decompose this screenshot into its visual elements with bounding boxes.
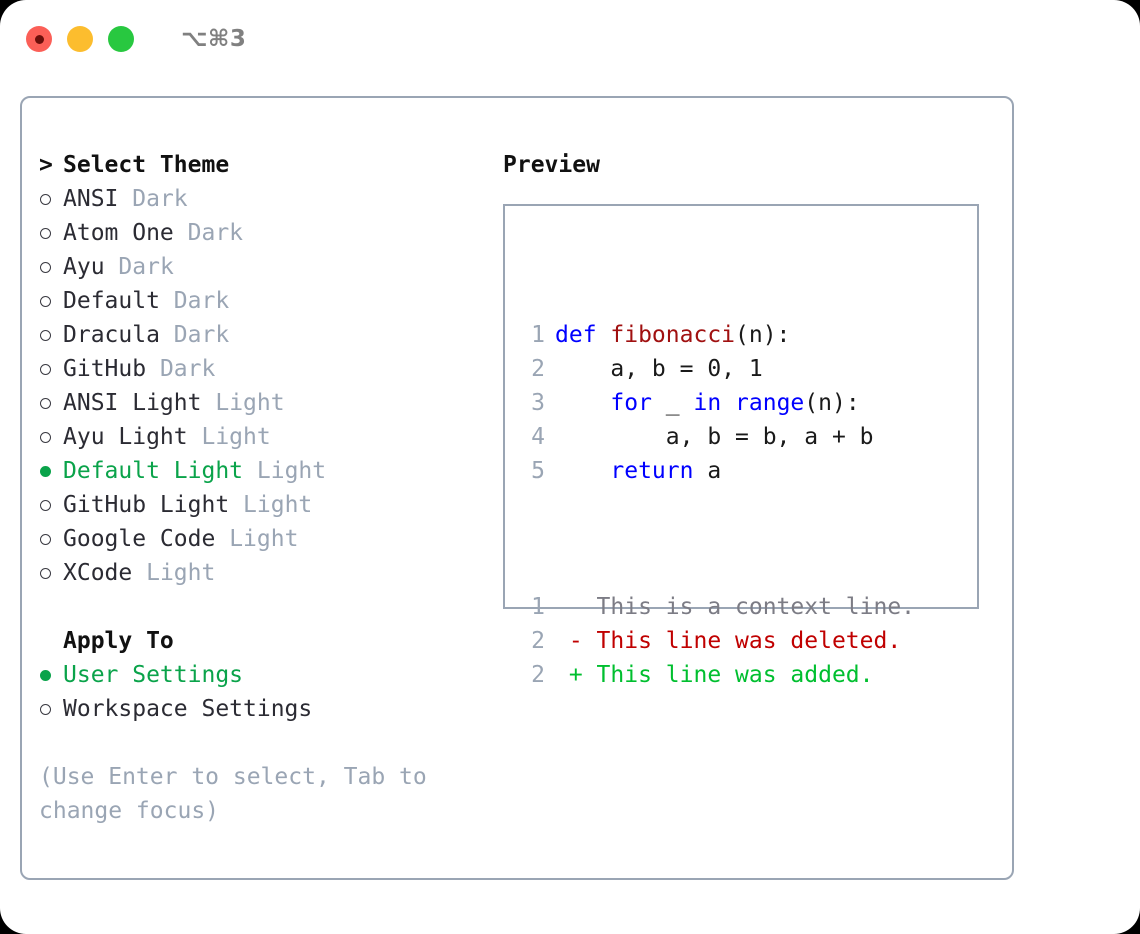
maximize-button[interactable] <box>108 26 134 52</box>
code-token: return <box>610 458 694 484</box>
prompt-caret-icon: > <box>39 152 53 178</box>
line-number: 1 <box>531 322 545 348</box>
section-spacer <box>39 590 489 624</box>
code-line: 5 return a <box>517 454 915 488</box>
theme-name: ANSI <box>63 186 119 212</box>
theme-kind-badge: Dark <box>118 254 174 280</box>
theme-list-item[interactable]: ANSI Dark <box>39 182 489 216</box>
code-line: 1 def fibonacci(n): <box>517 318 915 352</box>
theme-kind-badge: Light <box>146 560 216 586</box>
code-token: def <box>555 322 611 348</box>
diff-lines: 1 This is a context line.2 - This line w… <box>517 590 915 692</box>
line-number: 4 <box>531 424 545 450</box>
theme-kind-badge: Light <box>256 458 327 484</box>
diff-line: 2 - This line was deleted. <box>517 624 915 658</box>
theme-name: Default Light <box>63 458 244 484</box>
keyboard-shortcut-label: ⌥⌘3 <box>181 26 247 52</box>
code-token: (n): <box>735 322 791 348</box>
theme-kind-badge: Dark <box>132 186 188 212</box>
code-token: a, b = 0, 1 <box>555 356 763 382</box>
line-number: 2 <box>531 662 545 688</box>
apply-to-option[interactable]: User Settings <box>39 658 489 692</box>
code-line: 4 a, b = b, a + b <box>517 420 915 454</box>
diff-line-text: - This line was deleted. <box>555 628 902 654</box>
theme-name: ANSI Light <box>63 390 202 416</box>
theme-kind-badge: Dark <box>173 288 230 314</box>
theme-name: Atom One <box>63 220 174 246</box>
theme-list-item[interactable]: Ayu Dark <box>39 250 489 284</box>
code-token: in <box>693 390 722 416</box>
theme-name: Default <box>63 288 160 314</box>
theme-list-item[interactable]: Atom One Dark <box>39 216 489 250</box>
theme-kind-badge: Dark <box>187 220 244 246</box>
code-line: 2 a, b = 0, 1 <box>517 352 915 386</box>
theme-name: Ayu <box>63 254 105 280</box>
line-number: 2 <box>531 628 545 654</box>
keyboard-hint: (Use Enter to select, Tab to change focu… <box>39 764 441 824</box>
theme-list-item[interactable]: Default Light Light <box>39 454 489 488</box>
code-token: range <box>735 390 805 416</box>
diff-line: 2 + This line was added. <box>517 658 915 692</box>
theme-kind-badge: Light <box>215 390 285 416</box>
code-token: a <box>693 458 722 484</box>
code-token: _ <box>651 390 694 416</box>
code-line: 3 for _ in range(n): <box>517 386 915 420</box>
apply-to-option[interactable]: Workspace Settings <box>39 692 489 726</box>
theme-name: XCode <box>63 560 133 586</box>
theme-name: GitHub <box>63 356 147 382</box>
line-number: 1 <box>531 594 545 620</box>
theme-name: Google Code <box>63 526 216 552</box>
title-bar: ⌥⌘3 <box>0 0 1140 78</box>
theme-name: Dracula <box>63 322 160 348</box>
preview-title: Preview <box>503 152 600 178</box>
diff-line-text: This is a context line. <box>555 594 916 620</box>
code-token: fibonacci <box>610 322 736 348</box>
theme-list-item[interactable]: GitHub Dark <box>39 352 489 386</box>
line-number: 2 <box>531 356 545 382</box>
diff-line: 1 This is a context line. <box>517 590 915 624</box>
theme-name: GitHub Light <box>63 492 230 518</box>
select-theme-header: > Select Theme <box>39 148 489 182</box>
code-token <box>555 458 610 484</box>
theme-kind-badge: Light <box>229 526 299 552</box>
theme-list-item[interactable]: ANSI Light Light <box>39 386 489 420</box>
code-token: for <box>610 390 652 416</box>
select-theme-label: Select Theme <box>63 152 230 178</box>
code-token: (n): <box>804 390 860 416</box>
theme-kind-badge: Light <box>243 492 313 518</box>
theme-list-item[interactable]: Default Dark <box>39 284 489 318</box>
theme-list-item[interactable]: Dracula Dark <box>39 318 489 352</box>
line-number: 5 <box>531 458 545 484</box>
theme-list-item[interactable]: XCode Light <box>39 556 489 590</box>
theme-kind-badge: Dark <box>159 356 216 382</box>
minimize-button[interactable] <box>67 26 93 52</box>
apply-to-option-label: User Settings <box>63 662 244 688</box>
line-number: 3 <box>531 390 545 416</box>
diff-line-text: + This line was added. <box>555 662 874 688</box>
code-token: a, b = b, a + b <box>555 424 874 450</box>
apply-to-option-label: Workspace Settings <box>63 696 313 722</box>
theme-list-item[interactable]: Google Code Light <box>39 522 489 556</box>
code-token <box>721 390 735 416</box>
theme-list-item[interactable]: Ayu Light Light <box>39 420 489 454</box>
code-token <box>555 390 610 416</box>
close-button[interactable] <box>26 26 52 52</box>
theme-kind-badge: Light <box>201 424 271 450</box>
theme-list-item[interactable]: GitHub Light Light <box>39 488 489 522</box>
theme-kind-badge: Dark <box>173 322 230 348</box>
apply-to-header: Apply To <box>63 628 174 654</box>
theme-name: Ayu Light <box>63 424 188 450</box>
